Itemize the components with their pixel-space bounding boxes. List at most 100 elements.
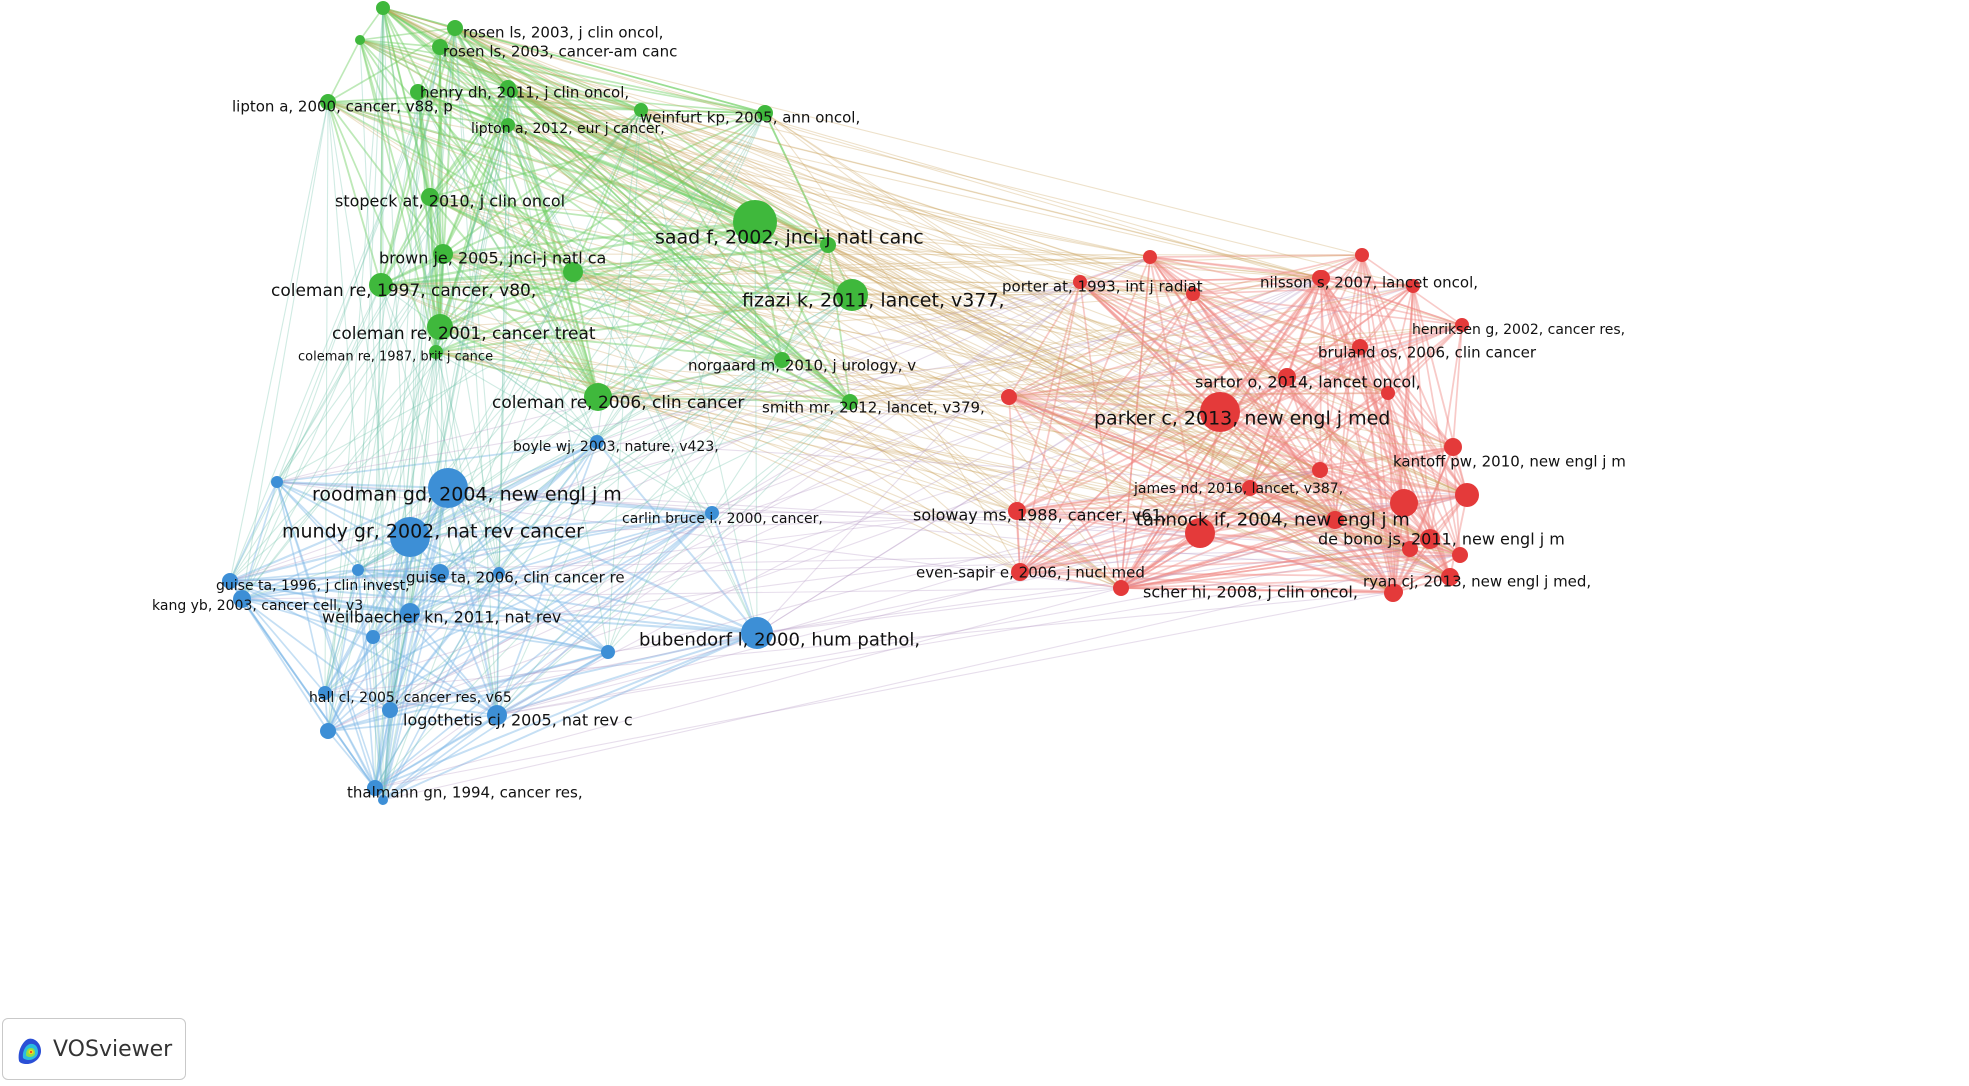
network-link — [417, 91, 851, 403]
network-link — [439, 46, 851, 403]
node-hall05[interactable] — [318, 686, 332, 700]
node-lipton00[interactable] — [320, 94, 336, 110]
network-link — [327, 101, 509, 126]
node-porter93[interactable] — [1073, 275, 1087, 289]
network-link — [1016, 510, 1336, 521]
network-link — [851, 293, 1194, 296]
node-stopeck10[interactable] — [421, 188, 439, 206]
node-unlabeled[interactable] — [1001, 389, 1017, 405]
node-unlabeled[interactable] — [1186, 287, 1200, 301]
node-coleman97[interactable] — [369, 273, 393, 297]
network-link — [640, 109, 766, 114]
network-link — [417, 91, 444, 255]
node-sartor14[interactable] — [1278, 368, 1296, 386]
node-unlabeled[interactable] — [1312, 462, 1328, 478]
node-coleman01[interactable] — [427, 314, 453, 340]
network-link — [359, 39, 437, 353]
node-unlabeled[interactable] — [1441, 568, 1459, 586]
node-unlabeled[interactable] — [1381, 386, 1395, 400]
node-tannock04[interactable] — [1185, 518, 1215, 548]
node-unlabeled[interactable] — [506, 86, 518, 98]
network-link — [1120, 277, 1323, 589]
network-link — [374, 512, 713, 789]
network-link — [607, 244, 829, 653]
node-unlabeled[interactable] — [378, 795, 388, 805]
node-unlabeled[interactable] — [1312, 270, 1328, 286]
node-unlabeled[interactable] — [1406, 279, 1420, 293]
node-unlabeled[interactable] — [493, 567, 505, 579]
node-thalmann94[interactable] — [367, 780, 383, 796]
network-link — [408, 487, 450, 614]
node-brown05[interactable] — [433, 244, 453, 264]
node-henriksen02[interactable] — [1455, 318, 1469, 332]
network-link — [229, 27, 456, 582]
vosviewer-brand-badge: VOSviewer — [2, 1018, 186, 1080]
node-guise96[interactable] — [222, 573, 238, 589]
node-evensapir06[interactable] — [1011, 563, 1029, 581]
network-link — [596, 256, 1151, 443]
network-link — [429, 27, 456, 198]
node-coleman87[interactable] — [429, 345, 443, 359]
network-link — [439, 46, 598, 443]
node-unlabeled[interactable] — [601, 645, 615, 659]
node-bubendorf00[interactable] — [741, 617, 773, 649]
node-rosen03b[interactable] — [432, 39, 448, 55]
node-rosen03a[interactable] — [447, 20, 463, 36]
node-james16[interactable] — [1242, 480, 1258, 496]
network-link — [507, 87, 1461, 556]
node-carlin00[interactable] — [705, 506, 719, 520]
node-norgaard10[interactable] — [774, 352, 790, 368]
node-unlabeled[interactable] — [563, 262, 583, 282]
network-link — [442, 253, 1288, 378]
network-link — [1008, 396, 1122, 589]
network-link — [442, 253, 1010, 398]
node-saad02[interactable] — [733, 200, 777, 244]
node-weilbaecher11[interactable] — [400, 603, 420, 623]
node-soloway88[interactable] — [1008, 502, 1026, 520]
node-fizazi11[interactable] — [836, 279, 868, 311]
node-logothetis05[interactable] — [487, 705, 507, 725]
node-weinfurt05[interactable] — [757, 105, 773, 121]
node-unlabeled[interactable] — [1326, 511, 1344, 529]
network-link — [1198, 411, 1222, 534]
node-unlabeled[interactable] — [1402, 541, 1418, 557]
node-unlabeled[interactable] — [320, 723, 336, 739]
node-unlabeled[interactable] — [1355, 248, 1369, 262]
network-link — [572, 271, 1221, 413]
node-kang03[interactable] — [233, 590, 251, 608]
node-unlabeled[interactable] — [1452, 547, 1468, 563]
node-boyle03[interactable] — [590, 435, 604, 449]
node-unlabeled[interactable] — [271, 476, 283, 488]
node-kantoff10[interactable] — [1455, 483, 1479, 507]
node-unlabeled[interactable] — [820, 237, 836, 253]
node-smith12[interactable] — [842, 394, 858, 410]
node-unlabeled[interactable] — [382, 702, 398, 718]
node-unlabeled[interactable] — [355, 35, 365, 45]
node-unlabeled[interactable] — [1444, 438, 1462, 456]
node-roodman04[interactable] — [428, 468, 468, 508]
node-unlabeled[interactable] — [1387, 584, 1403, 600]
node-unlabeled[interactable] — [366, 630, 380, 644]
node-lipton12[interactable] — [501, 118, 515, 132]
network-link — [572, 271, 1122, 589]
node-unlabeled[interactable] — [1390, 489, 1418, 517]
node-parker13[interactable] — [1200, 392, 1240, 432]
node-bruland06[interactable] — [1352, 339, 1368, 355]
network-link — [357, 281, 1081, 571]
node-unlabeled[interactable] — [410, 84, 426, 100]
network-link — [357, 548, 1411, 571]
node-label-weilbaecher11: weilbaecher kn, 2011, nat rev — [322, 608, 561, 627]
node-unlabeled[interactable] — [634, 103, 648, 117]
node-mundy02[interactable] — [390, 517, 430, 557]
network-link — [1249, 254, 1363, 489]
node-unlabeled[interactable] — [352, 564, 364, 576]
node-unlabeled[interactable] — [1114, 581, 1128, 595]
network-link — [429, 87, 509, 198]
node-coleman06[interactable] — [584, 383, 612, 411]
node-unlabeled[interactable] — [1143, 250, 1157, 264]
node-guise06[interactable] — [431, 564, 449, 582]
network-link — [439, 46, 509, 126]
node-unlabeled[interactable] — [376, 1, 390, 15]
node-debono11[interactable] — [1420, 529, 1440, 549]
network-link — [429, 196, 1018, 512]
